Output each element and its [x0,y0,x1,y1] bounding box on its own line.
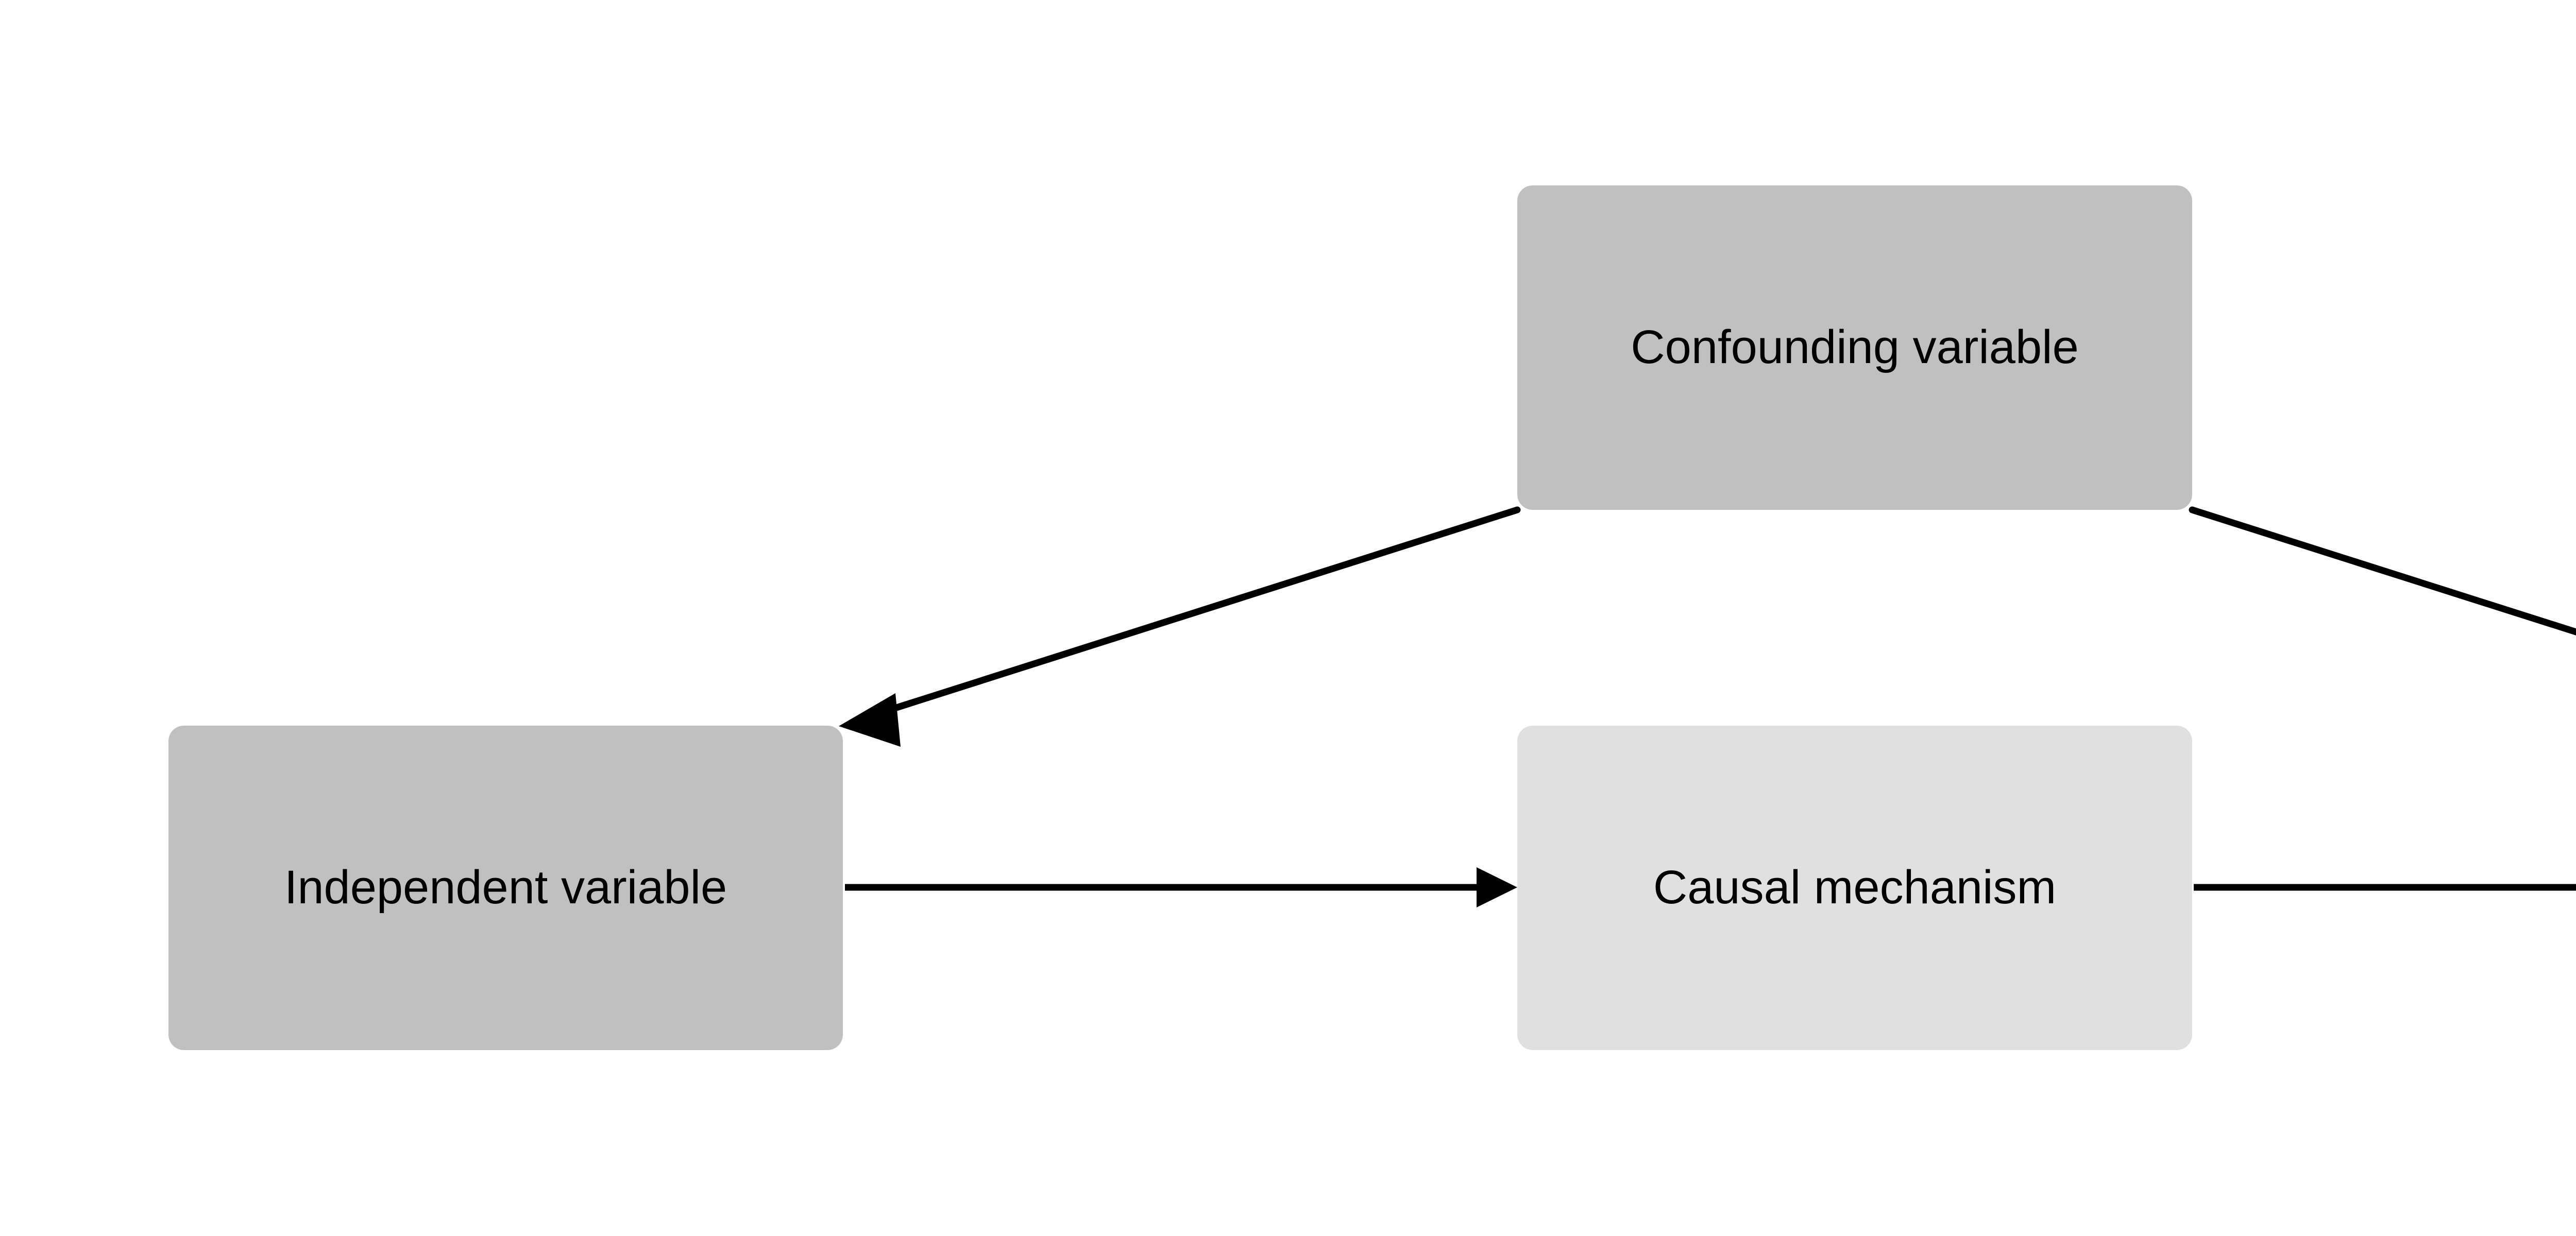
node-independent-variable-label: Independent variable [284,861,727,914]
edge-line [2189,506,2576,636]
arrowhead-icon [1477,867,1517,907]
node-causal-mechanism[interactable]: Causal mechanism [1517,726,2192,1050]
arrowhead-icon [839,693,901,747]
node-confounding-variable-label: Confounding variable [1631,321,2079,374]
edge-confounding-to-independent [839,506,1521,747]
node-confounding-variable[interactable]: Confounding variable [1517,185,2192,510]
node-independent-variable[interactable]: Independent variable [168,726,843,1050]
edge-independent-to-causal [845,867,1517,907]
edge-causal-to-dependent [2194,884,2576,891]
edge-confounding-to-dependent [2189,506,2576,636]
edge-line [867,506,1521,719]
node-causal-mechanism-label: Causal mechanism [1653,861,2057,914]
